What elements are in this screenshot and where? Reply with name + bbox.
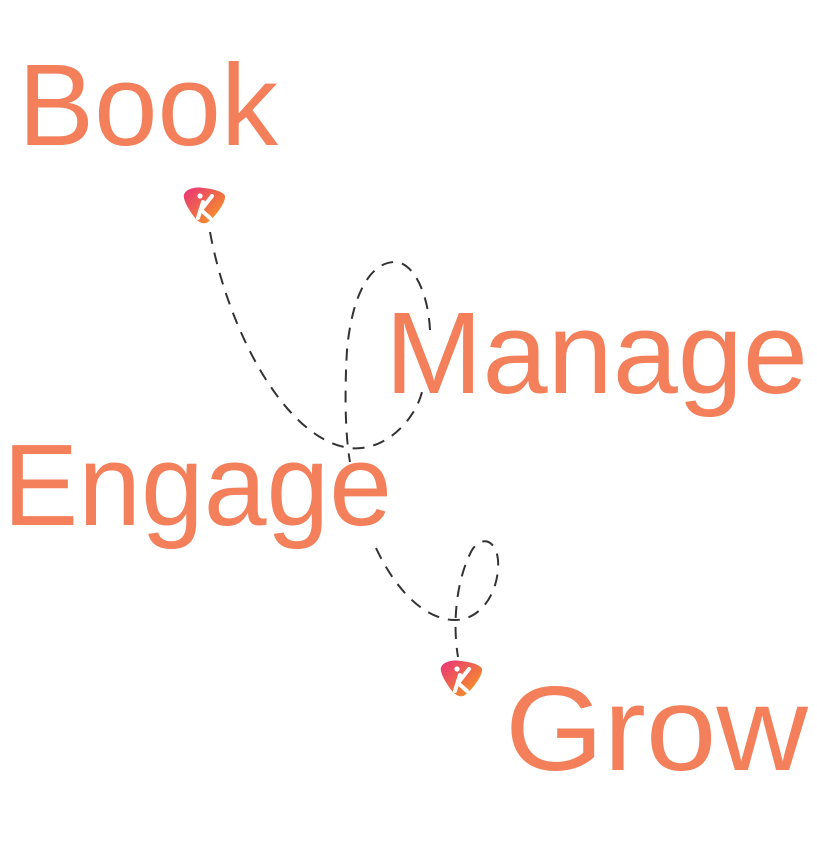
word-grow: Grow: [505, 662, 808, 796]
word-manage: Manage: [385, 288, 808, 418]
word-book: Book: [18, 40, 279, 170]
word-engage: Engage: [3, 420, 392, 550]
brand-pin-icon: [438, 658, 485, 699]
dashed-route-2: [375, 540, 500, 658]
brand-pin-icon: [181, 185, 228, 226]
dashed-route-1: [209, 231, 431, 463]
